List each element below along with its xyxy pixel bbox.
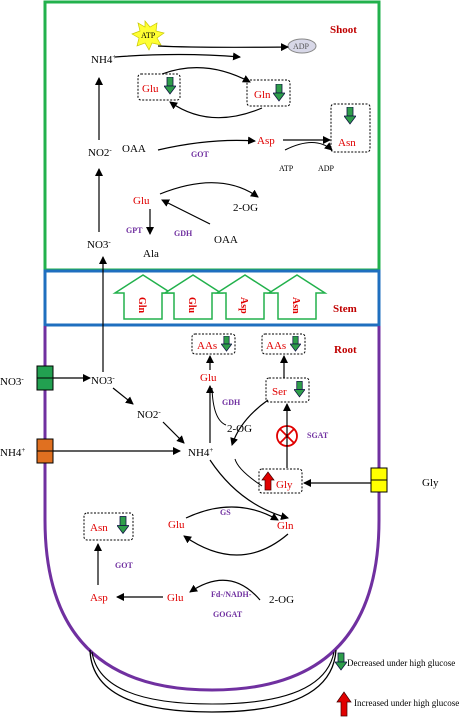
stem-arrow-glu: Glu [162,274,224,320]
stem-arrow-asn: Asn [266,274,328,320]
glu-gln-cycle-bottom [169,101,263,119]
adp-shoot: ADP [318,164,335,173]
oaa-to-asp [157,136,256,151]
gly-root: Gly [276,479,293,491]
shoot-frame [43,0,381,272]
gln-top: Gln [254,89,271,101]
asn-root-down-arrow [117,516,129,534]
atp-shoot: ATP [279,164,294,173]
gly-box [258,468,303,494]
stem-gln: Gln [136,297,147,314]
asn-shoot-down-arrow [344,107,356,125]
root-tip [89,649,337,713]
glu-c-root: Glu [167,592,184,604]
no2-to-nh4-root [162,421,185,444]
no3-shoot: NO3- [87,238,111,251]
legend-up-arrow [336,691,352,717]
no3-external: NO3- [0,375,24,388]
oaa2-to-glu [161,199,211,225]
root-tip-inner [91,651,335,705]
ser-to-nh4 [230,399,269,446]
aas1-box [191,333,236,355]
aas1: AAs [197,340,217,352]
og1-to-glu [211,387,227,426]
gogat-line1: Fd-/NADH- [211,590,252,599]
glu-a-root: Glu [200,372,217,384]
legend-down-arrow [335,652,347,671]
got-root: GOT [115,561,133,570]
glu-b-root: Glu [168,519,185,531]
aas2-down-arrow [290,336,301,352]
og2-root: 2-OG [269,594,294,606]
ser-root: Ser [272,386,287,398]
no3-root: NO3- [91,374,115,387]
gs-root: GS [220,508,231,517]
asn-shoot: Asn [338,137,356,149]
gogat-line2: GOGAT [213,610,243,619]
gpt-shoot: GPT [126,226,143,235]
aas2: AAs [266,340,286,352]
asp-root: Asp [90,592,108,604]
root-label: Root [334,344,357,356]
nh4-to-glu [114,52,241,61]
root-frame [43,326,381,692]
legend-increased: Increased under high glucose [354,698,459,708]
nh4-root: NH4+ [188,446,213,459]
stem-label: Stem [333,303,357,315]
aas2-box [261,333,306,355]
atp-adp-arrow [157,43,289,52]
asn-root-box [83,512,134,541]
glu-to-2og [159,182,259,198]
glu-mid-shoot: Glu [133,195,150,207]
got-shoot: GOT [191,150,209,159]
no2-shoot: NO2- [88,146,112,159]
gly-up-arrow [261,471,275,491]
glu-top-box [137,73,181,101]
oaa-shoot: OAA [122,143,146,155]
glu-top: Glu [142,83,159,95]
adp-top: ADP [293,42,310,51]
no2-root: NO2- [137,408,161,421]
ala-shoot: Ala [143,248,159,260]
atp-adp-curve [284,142,333,151]
asp-shoot: Asp [257,135,275,147]
gly-to-nh4 [234,458,263,487]
ser-down-arrow [294,381,305,398]
no3-to-no2-root [112,387,134,405]
nh4-shoot: NH4+ [91,53,116,66]
stem-asn: Asn [290,297,301,314]
aas1-down-arrow [221,336,232,352]
legend-decreased: Decreased under high glucose [347,658,455,668]
gdh-root: GDH [222,398,241,407]
sgat-root: SGAT [307,431,329,440]
ser-box [265,377,310,403]
oaa2-shoot: OAA [214,234,238,246]
atp-burst: ATP [131,20,165,51]
gln-top-box [246,79,291,107]
glu-gln-cycle-top [161,67,251,83]
asn-root: Asn [90,522,108,534]
glu-to-gln-arc [185,506,279,521]
gln-to-glu-arc [183,533,289,556]
gln-root: Gln [277,520,294,532]
stem-glu: Glu [186,297,197,314]
atp-top: ATP [141,31,156,40]
gln-top-down-arrow [273,84,285,102]
stem-arrow-asp: Asp [214,274,276,320]
og-shoot: 2-OG [233,202,258,214]
shoot-label: Shoot [330,24,357,36]
glu-top-down-arrow [164,77,176,95]
stem-frame [43,269,381,327]
stem-arrow-gln: Gln [112,274,174,320]
stem-asp: Asp [238,297,249,314]
gogat-arc [189,579,261,601]
gdh-shoot: GDH [174,229,193,238]
nh4-external: NH4+ [0,446,25,459]
gly-external: Gly [422,477,439,489]
